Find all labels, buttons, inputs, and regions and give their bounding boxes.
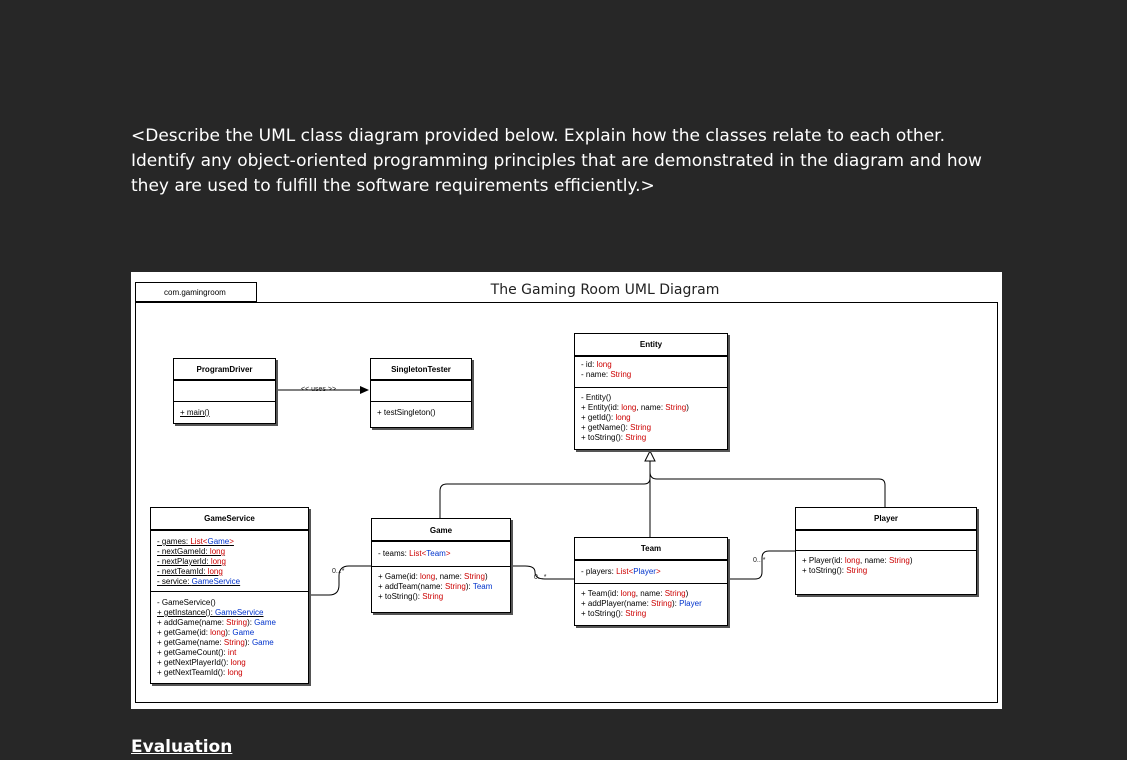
operations-section: + testSingleton(): [371, 401, 471, 427]
operation: + main(): [180, 408, 210, 417]
team-player-line: [727, 550, 795, 580]
operations-section: + Game(id: long, name: String) + addTeam…: [372, 566, 510, 612]
class-name: ProgramDriver: [174, 359, 275, 380]
class-game: Game - teams: List<Team> + Game(id: long…: [371, 518, 511, 613]
operation: + getInstance(): GameService: [157, 608, 264, 617]
operation: + toString(): String: [581, 609, 647, 618]
operation: + Game(id: long, name: String): [378, 572, 488, 581]
relationship-lines: [275, 386, 886, 596]
operation: + toString(): String: [802, 566, 868, 575]
uses-arrowhead: [360, 386, 369, 394]
operation: + toString(): String: [378, 592, 444, 601]
operation: + getId(): long: [581, 413, 631, 422]
class-name: GameService: [151, 508, 308, 530]
multiplicity-team: 0...*: [534, 574, 547, 581]
package-tab: com.gamingroom: [135, 282, 257, 302]
game-inherit-line: [439, 458, 651, 518]
class-player: Player + Player(id: long, name: String) …: [795, 507, 977, 595]
class-name: Team: [575, 538, 727, 560]
attribute: - name: String: [581, 370, 632, 379]
attributes-section: [796, 530, 976, 550]
game-team-line: [510, 565, 574, 580]
attribute: - games: List<Game>: [157, 537, 234, 546]
operations-section: - GameService() + getInstance(): GameSer…: [151, 591, 308, 683]
uses-label: << uses >>: [301, 386, 337, 393]
operation: + getName(): String: [581, 423, 652, 432]
operation: + Team(id: long, name: String): [581, 589, 689, 598]
operations-section: - Entity() + Entity(id: long, name: Stri…: [575, 387, 727, 449]
diagram-title: The Gaming Room UML Diagram: [490, 282, 720, 298]
class-name: SingletonTester: [371, 359, 471, 380]
operation: + getNextPlayerId(): long: [157, 658, 246, 667]
operation: + getGameCount(): int: [157, 648, 237, 657]
inherit-triangle: [644, 449, 656, 462]
operation: + Player(id: long, name: String): [802, 556, 913, 565]
operations-section: + Player(id: long, name: String) + toStr…: [796, 550, 976, 594]
operation: + addGame(name: String): Game: [157, 618, 276, 627]
package-frame: [135, 302, 998, 703]
class-singletontester: SingletonTester + testSingleton(): [370, 358, 472, 428]
player-inherit-line: [649, 471, 886, 507]
class-name: Entity: [575, 334, 727, 356]
attributes-section: - players: List<Player>: [575, 560, 727, 583]
operations-section: + main(): [174, 401, 275, 423]
operations-section: + Team(id: long, name: String) + addPlay…: [575, 583, 727, 625]
class-gameservice: GameService - games: List<Game> - nextGa…: [150, 507, 309, 684]
class-entity: Entity - id: long - name: String - Entit…: [574, 333, 728, 450]
attribute: - nextTeamId: long: [157, 567, 223, 576]
multiplicity-player: 0...*: [753, 557, 766, 564]
attribute: - id: long: [581, 360, 612, 369]
assignment-prompt: <Describe the UML class diagram provided…: [131, 126, 982, 196]
operation: - GameService(): [157, 598, 216, 607]
gameservice-game-line: [309, 565, 371, 596]
operation: + addPlayer(name: String): Player: [581, 599, 702, 608]
operation: + Entity(id: long, name: String): [581, 403, 689, 412]
uml-diagram: com.gamingroom The Gaming Room UML Diagr…: [131, 272, 1002, 709]
attribute: - nextGameId: long: [157, 547, 226, 556]
class-team: Team - players: List<Player> + Team(id: …: [574, 537, 728, 626]
operation: + getGame(name: String): Game: [157, 638, 274, 647]
class-name: Player: [796, 508, 976, 530]
operation: + toString(): String: [581, 433, 647, 442]
class-programdriver: ProgramDriver + main(): [173, 358, 276, 424]
attributes-section: - teams: List<Team>: [372, 541, 510, 566]
attributes-section: - id: long - name: String: [575, 356, 727, 387]
attribute: - service: GameService: [157, 577, 241, 586]
attributes-section: [371, 380, 471, 401]
class-name: Game: [372, 519, 510, 541]
attributes-section: [174, 380, 275, 401]
attribute: - nextPlayerId: long: [157, 557, 226, 566]
operation: + getGame(id: long): Game: [157, 628, 255, 637]
operation: + getNextTeamId(): long: [157, 668, 243, 677]
attribute: - teams: List<Team>: [378, 549, 451, 558]
attributes-section: - games: List<Game> - nextGameId: long -…: [151, 530, 308, 591]
evaluation-heading: Evaluation: [131, 737, 233, 757]
operation: + addTeam(name: String): Team: [378, 582, 493, 591]
operation: + testSingleton(): [377, 408, 436, 417]
attribute: - players: List<Player>: [581, 567, 661, 576]
multiplicity-game: 0...*: [332, 568, 345, 575]
operation: - Entity(): [581, 393, 612, 402]
